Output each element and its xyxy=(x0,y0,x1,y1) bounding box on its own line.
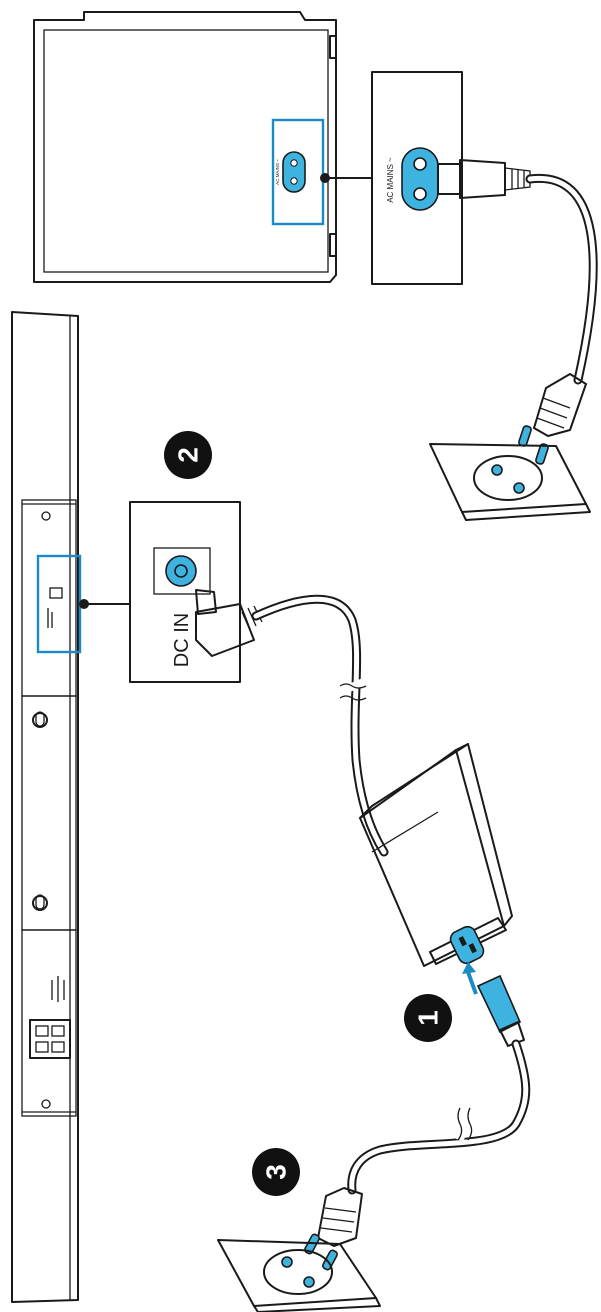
keyhole-mount-2 xyxy=(32,894,48,911)
subwoofer-unit: AC MAINS ~ xyxy=(33,11,337,283)
step-number-3: 3 xyxy=(261,1164,292,1180)
step-badge-2: 2 xyxy=(164,431,212,479)
subwoofer-port-label: AC MAINS ~ xyxy=(275,159,280,185)
subwoofer-power-port: AC MAINS ~ xyxy=(271,118,325,226)
iec-plug-bottom xyxy=(476,974,525,1047)
insert-arrow xyxy=(462,962,478,995)
dc-in-label: DC IN xyxy=(171,613,193,667)
leader-line-dc xyxy=(79,599,131,609)
dc-cable xyxy=(251,594,389,857)
soundbar-dc-highlight xyxy=(36,554,82,654)
step-number-1: 1 xyxy=(413,1010,444,1026)
power-adapter xyxy=(359,743,513,967)
keyhole-mount-1 xyxy=(32,711,48,728)
iec-plug-top xyxy=(437,159,531,199)
adapter-inlet xyxy=(429,917,507,965)
wall-socket-bottom xyxy=(217,1239,381,1312)
step-badge-3: 3 xyxy=(252,1148,300,1196)
ac-mains-label: AC MAINS ~ xyxy=(386,157,395,203)
mains-plug-bottom xyxy=(304,1187,363,1271)
mains-cable-bottom xyxy=(347,1039,531,1195)
dc-plug xyxy=(195,589,263,657)
leader-line-ac xyxy=(320,173,373,183)
wall-socket-top xyxy=(429,443,591,521)
dc-in-callout: DC IN xyxy=(129,501,263,683)
ac-cable-top xyxy=(518,173,598,465)
step-number-2: 2 xyxy=(173,447,204,463)
soundbar-unit xyxy=(11,311,82,1303)
ac-mains-callout: AC MAINS ~ xyxy=(371,71,531,285)
step-badge-1: 1 xyxy=(404,994,452,1042)
